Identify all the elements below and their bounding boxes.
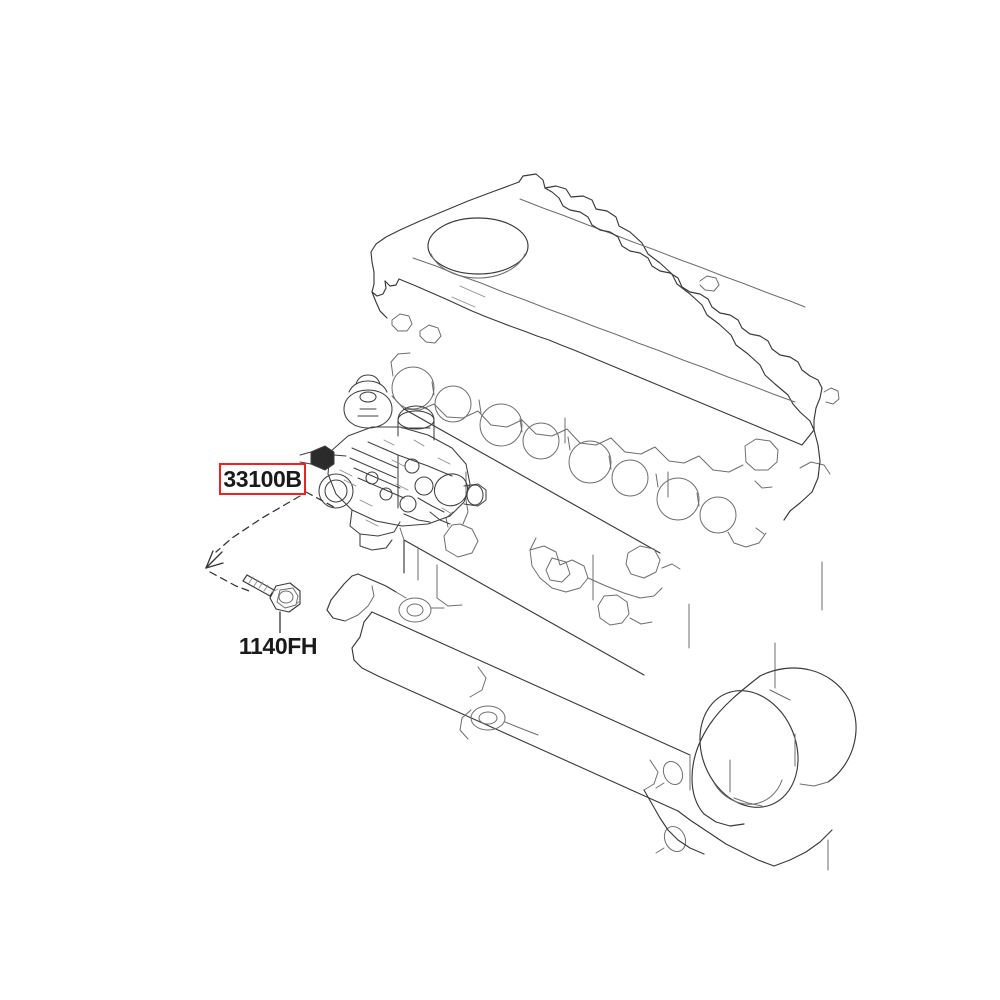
mounting-bolt bbox=[242, 574, 301, 635]
cylinder-block bbox=[399, 471, 823, 689]
part-callout-33100b[interactable]: 33100B bbox=[219, 463, 306, 495]
callout-leader-33100B bbox=[205, 491, 335, 593]
cylinder-head bbox=[371, 291, 831, 554]
intake-exhaust-ports bbox=[390, 352, 744, 534]
part-callout-1140fh[interactable]: 1140FH bbox=[236, 633, 320, 660]
housing-bolt-pad-lower bbox=[655, 825, 687, 854]
oil-filler-cap bbox=[427, 217, 529, 279]
part-callout-33100b-text: 33100B bbox=[223, 465, 302, 492]
sump-boss-left bbox=[398, 597, 432, 623]
housing-bolt-pad-upper bbox=[655, 760, 684, 789]
high-pressure-fuel-pump bbox=[299, 374, 487, 551]
cylinder-head-cover bbox=[370, 173, 840, 446]
part-callout-1140fh-text: 1140FH bbox=[238, 633, 318, 659]
sump-boss-mid bbox=[470, 705, 506, 731]
oil-pan-rail bbox=[326, 573, 691, 812]
bell-housing bbox=[643, 667, 857, 871]
